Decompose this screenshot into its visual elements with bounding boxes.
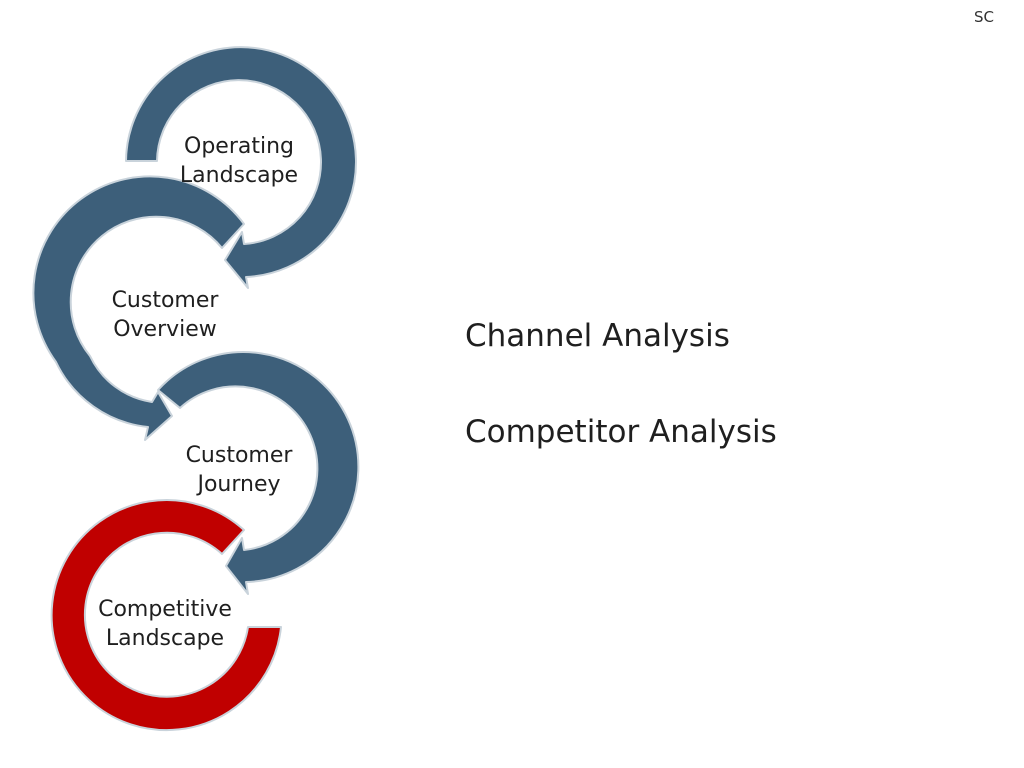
author-initials: SC <box>974 8 994 26</box>
step-arc-competitive-landscape <box>50 499 282 732</box>
step-label-competitive-landscape: Competitive Landscape <box>98 597 232 651</box>
side-item-channel-analysis: Channel Analysis <box>465 318 730 354</box>
step-label-customer-overview: Customer Overview <box>111 288 219 342</box>
step-arc-customer-overview-group <box>32 175 245 441</box>
step-label-operating-landscape: Operating Landscape <box>179 134 299 188</box>
step-label-customer-journey: Customer Journey <box>185 443 293 497</box>
step-arc-operating-landscape <box>125 46 357 289</box>
step-arc-operating-landscape-group <box>125 46 357 289</box>
step-arc-customer-journey-group <box>157 351 360 595</box>
step-arc-competitive-landscape-group <box>50 499 282 732</box>
side-item-competitor-analysis: Competitor Analysis <box>465 414 777 450</box>
step-arc-customer-overview <box>32 175 245 441</box>
step-arc-customer-journey <box>157 351 360 595</box>
